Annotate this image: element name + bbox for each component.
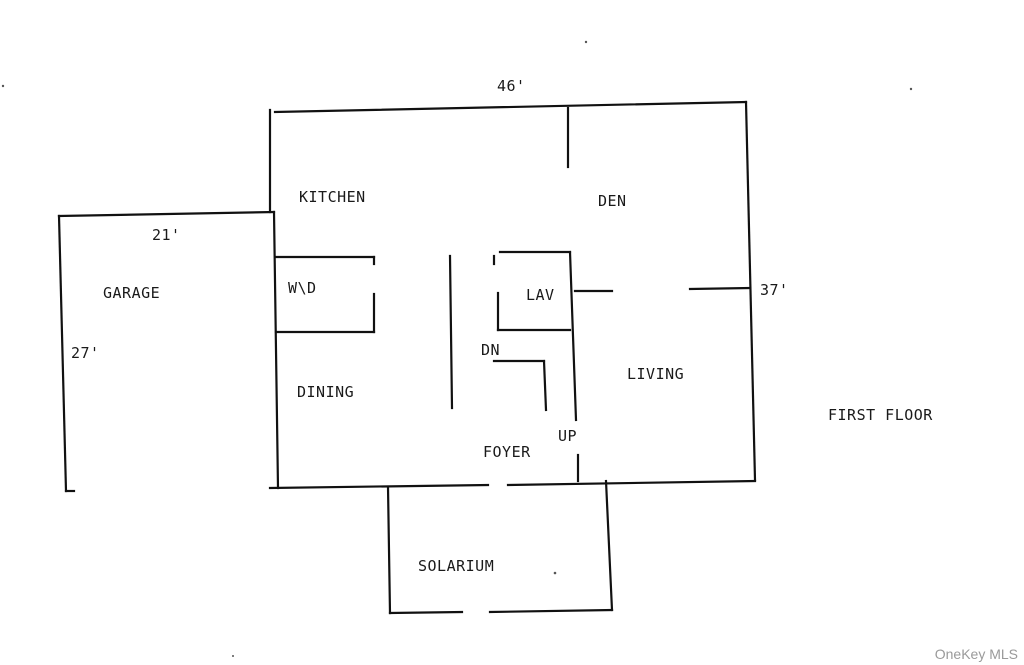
scan-speck bbox=[232, 655, 234, 657]
solarium-wall-right bbox=[604, 479, 614, 612]
hall-wall bbox=[448, 254, 454, 410]
wall-right bbox=[744, 100, 757, 482]
solarium-wall-bottom-right bbox=[488, 608, 614, 614]
room-label-foyer: FOYER bbox=[483, 443, 531, 461]
solarium-wall-bottom-left bbox=[388, 610, 464, 615]
garage-wall-left bbox=[57, 214, 68, 493]
scan-speck bbox=[909, 87, 913, 91]
room-label-garage: GARAGE bbox=[103, 284, 161, 302]
dimension-width: 46' bbox=[497, 77, 526, 95]
stair-label-up: UP bbox=[558, 427, 578, 445]
stair-label-down: DN bbox=[481, 341, 501, 359]
lav-right bbox=[568, 250, 578, 422]
room-label-dining: DINING bbox=[297, 383, 355, 401]
room-label-lav: LAV bbox=[526, 286, 555, 304]
room-label-solarium: SOLARIUM bbox=[418, 557, 495, 575]
scan-speck bbox=[584, 40, 588, 44]
wall-top bbox=[273, 100, 748, 114]
scan-speck bbox=[1, 84, 5, 88]
scan-speck bbox=[553, 571, 557, 575]
room-label-kitchen: KITCHEN bbox=[299, 188, 366, 206]
wall-left bbox=[272, 210, 280, 490]
room-label-den: DEN bbox=[598, 192, 627, 210]
room-label-living: LIVING bbox=[627, 365, 685, 383]
wall-bottom-left bbox=[268, 483, 490, 490]
stair-right bbox=[542, 359, 548, 412]
dimension-garage-depth: 27' bbox=[71, 344, 100, 362]
garage-wall-top bbox=[57, 210, 276, 218]
room-label-washer-dryer: W\D bbox=[288, 279, 317, 297]
solarium-wall-left bbox=[386, 485, 392, 615]
dimension-garage-width: 21' bbox=[152, 226, 181, 244]
dimension-depth: 37' bbox=[760, 281, 789, 299]
wall-bottom-right bbox=[506, 479, 757, 487]
plan-title: FIRST FLOOR bbox=[828, 406, 933, 424]
living-partition-right bbox=[688, 286, 752, 291]
watermark: OneKey MLS bbox=[934, 646, 1018, 662]
